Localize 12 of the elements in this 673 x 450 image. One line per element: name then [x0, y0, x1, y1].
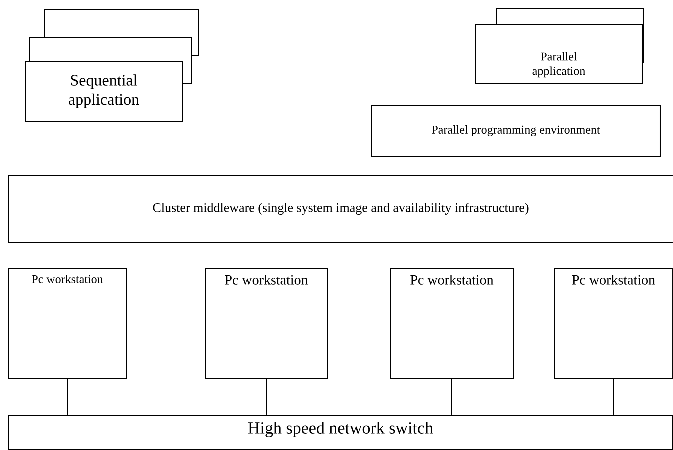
- box: Parallel programming environment: [371, 105, 661, 157]
- box: Parallel application: [475, 24, 643, 84]
- box: Sequential application: [25, 61, 183, 122]
- box: Pc workstation: [205, 268, 328, 379]
- box: High speed network switch: [8, 414, 673, 450]
- connector-line: [266, 378, 267, 416]
- box: Pc workstation: [390, 268, 514, 379]
- box: Pc workstation: [554, 268, 673, 379]
- connector-line: [67, 378, 68, 416]
- box: Pc workstation: [8, 268, 127, 379]
- connector-line: [613, 378, 614, 416]
- box: Cluster middleware (single system image and availability infrastructure): [8, 175, 673, 243]
